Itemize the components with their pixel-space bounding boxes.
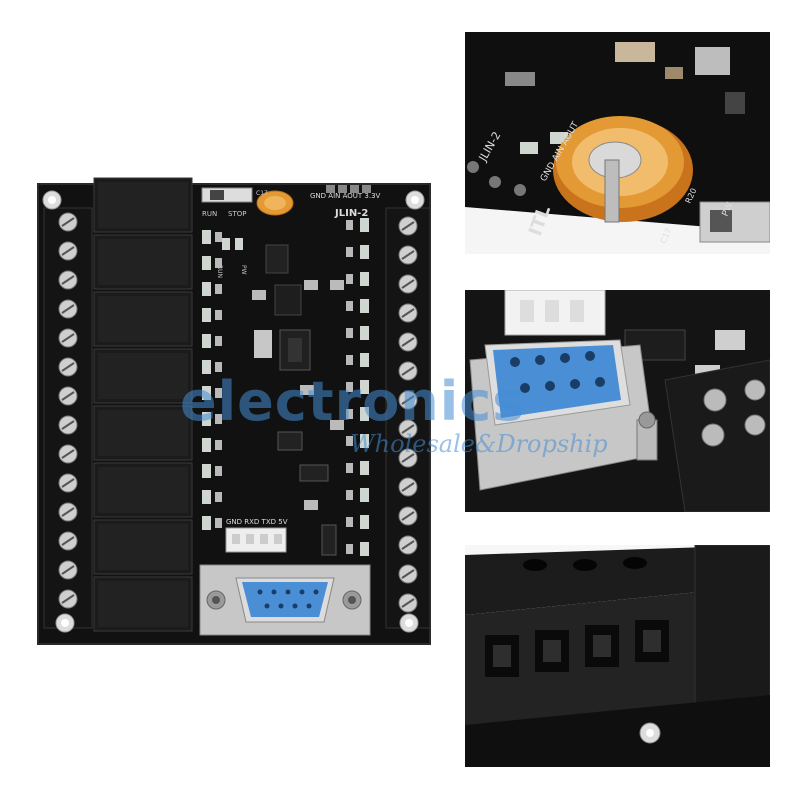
left-terminal-block [43,207,93,629]
input-led [202,412,211,426]
input-led [202,464,211,478]
output-led [360,272,369,286]
run-stop-switch: RUN STOP [201,187,253,218]
input-led [202,230,211,244]
switch-label-stop: STOP [228,210,246,218]
output-led [360,245,369,259]
battery-closeup-drawing: JLIN-2 ITL GND AIN AOUT R20 PW C17 [465,32,770,254]
db9-connector [199,564,371,636]
output-led [360,299,369,313]
switch-label-run: RUN [202,210,217,218]
led-label-run: RUN [216,265,223,278]
main-board-photo: RUN STOP C17 GND AIN AOUT 3.3V JLIN-2 RU… [30,170,440,650]
output-led [360,326,369,340]
input-led [202,516,211,530]
backup-battery [553,116,693,223]
backup-battery: C17 [256,190,294,216]
output-led [360,515,369,529]
status-leds: RUN PW [216,238,247,278]
input-led [202,360,211,374]
serial-header: GND RXD TXD 5V [225,518,288,553]
output-led [360,488,369,502]
relay-column [93,177,193,632]
input-led [202,282,211,296]
input-led [202,438,211,452]
model-label: JLIN-2 [334,208,368,219]
db9-connector [469,339,658,491]
detail-terminal-photo [465,545,770,767]
terminal-block [664,359,770,512]
header-pins-label: GND AIN AOUT 3.3V [310,192,381,200]
output-led [360,542,369,556]
plc-board-drawing: RUN STOP C17 GND AIN AOUT 3.3V JLIN-2 RU… [37,177,431,645]
output-led [360,434,369,448]
detail-battery-photo: JLIN-2 ITL GND AIN AOUT R20 PW C17 [465,32,770,254]
header-pins [326,185,371,193]
terminal-closeup-drawing [465,545,770,767]
output-led [360,407,369,421]
output-led [360,218,369,232]
serial-pins-label: GND RXD TXD 5V [226,518,288,526]
input-led [202,256,211,270]
input-led [202,308,211,322]
output-led [360,380,369,394]
output-led [360,353,369,367]
right-terminal-block [385,207,431,629]
output-led-column [346,218,369,556]
input-led [202,334,211,348]
input-led [202,490,211,504]
input-led-column [202,230,222,530]
pcb-board [465,695,770,767]
db9-closeup-drawing [465,290,770,512]
detail-db9-photo [465,290,770,512]
output-led [360,461,369,475]
microcontroller-chips [252,244,344,556]
led-label-pw: PW [240,265,247,275]
input-led [202,386,211,400]
battery-ref-label: C17 [256,190,268,197]
